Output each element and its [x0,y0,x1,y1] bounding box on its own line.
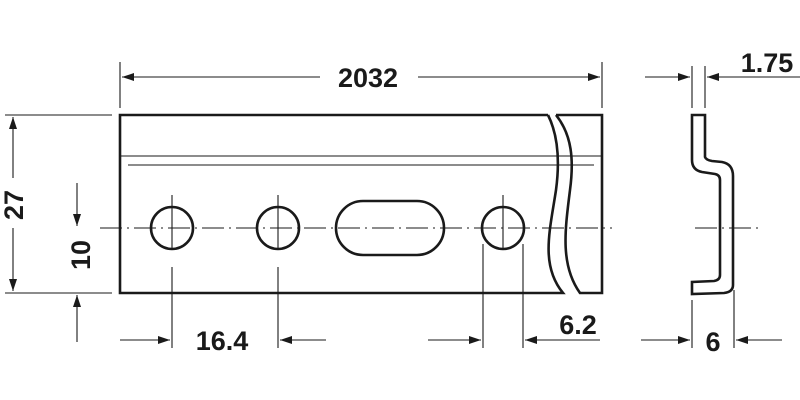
slot-hole [334,199,446,257]
dimension-length: 2032 [119,62,603,108]
plate-outline-right [554,113,604,295]
dim-hole-spacing-label: 16.4 [196,326,249,356]
dimension-hole-diameter: 6.2 [428,244,600,348]
dimension-height: 27 [0,114,112,294]
dimension-hole-height: 10 [66,183,96,342]
dim-height-label: 27 [0,190,29,220]
dim-thickness-label: 1.75 [741,48,794,78]
plate-outline-left [118,113,566,295]
dimension-hole-spacing: 16.4 [120,267,326,356]
dim-hole-height-label: 10 [66,240,96,270]
dim-depth-label: 6 [705,327,720,357]
dim-length-label: 2032 [338,63,398,93]
profile-outline [690,113,735,296]
dimension-depth: 6 [641,290,782,357]
plate-profile-view [690,113,760,296]
dimension-thickness: 1.75 [645,48,800,108]
plate-front-view [100,113,612,295]
dim-hole-diameter-label: 6.2 [559,310,597,340]
